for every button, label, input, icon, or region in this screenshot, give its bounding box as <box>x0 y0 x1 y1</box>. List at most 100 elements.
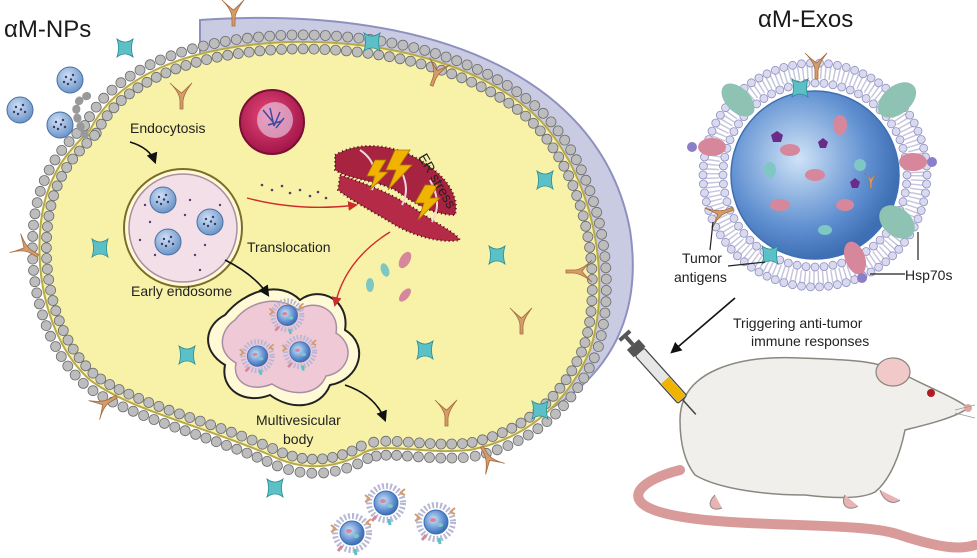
membrane-bead <box>186 43 198 55</box>
arrow-endosome-to-mvb <box>224 259 270 297</box>
exosome-membrane-bead <box>819 262 829 272</box>
membrane-bead <box>265 44 277 56</box>
exosome-membrane-bead <box>729 213 739 223</box>
label-trigger-line1: Triggering anti-tumor <box>733 315 863 331</box>
membrane-bead <box>221 439 232 451</box>
membrane-bead <box>62 360 74 372</box>
exosome-membrane-bead <box>783 258 793 268</box>
membrane-bead <box>336 449 348 461</box>
exosome-membrane-bead <box>874 78 883 88</box>
membrane-bead <box>351 46 363 58</box>
teal-protein-icon <box>791 78 809 98</box>
membrane-bead <box>117 401 129 413</box>
membrane-bead <box>31 197 43 209</box>
membrane-bead <box>67 153 79 165</box>
membrane-bead <box>368 436 380 448</box>
membrane-bead <box>413 437 425 449</box>
membrane-bead <box>327 451 338 463</box>
membrane-bead <box>600 262 612 274</box>
early-endosome-icon <box>123 168 243 288</box>
membrane-bead <box>501 80 513 91</box>
membrane-bead <box>600 284 612 296</box>
membrane-bead <box>297 43 309 55</box>
membrane-bead <box>435 438 447 450</box>
membrane-bead <box>296 452 308 464</box>
membrane-bead <box>566 365 578 377</box>
membrane-bead <box>208 38 220 49</box>
membrane-bead <box>353 32 365 44</box>
exosome-membrane-bead <box>913 214 923 224</box>
membrane-bead <box>570 154 582 166</box>
membrane-bead <box>599 307 611 319</box>
membrane-bead <box>511 86 523 98</box>
exosome-membrane-bead <box>891 127 901 137</box>
exosome-membrane-bead <box>797 59 806 69</box>
membrane-bead <box>598 239 609 251</box>
membrane-bead <box>95 118 107 130</box>
membrane-bead <box>394 53 406 65</box>
membrane-bead <box>412 451 424 463</box>
exosome-membrane-bead <box>729 127 739 137</box>
membrane-bead <box>352 458 364 470</box>
exosome-membrane-bead <box>754 73 764 83</box>
membrane-bead <box>200 432 212 444</box>
membrane-bead <box>184 412 196 423</box>
membrane-bead <box>243 46 255 58</box>
membrane-bead <box>532 423 544 435</box>
membrane-bead <box>594 217 605 229</box>
membrane-bead <box>89 129 100 141</box>
teal-protein-icon <box>116 38 134 58</box>
membrane-bead <box>132 82 144 94</box>
membrane-bead <box>586 273 598 285</box>
membrane-bead <box>319 44 331 55</box>
membrane-bead <box>466 76 478 88</box>
membrane-bead <box>330 44 342 56</box>
membrane-bead <box>586 295 598 307</box>
membrane-bead <box>133 392 145 404</box>
membrane-bead <box>435 452 447 464</box>
exosome-membrane-bead <box>775 85 785 95</box>
membrane-bead <box>593 341 604 353</box>
exosome-membrane-bead <box>815 282 824 292</box>
membrane-bead <box>457 452 469 464</box>
exosome-membrane-bead <box>861 94 871 103</box>
membrane-bead <box>38 175 50 186</box>
membrane-bead <box>492 74 503 86</box>
membrane-bead <box>63 136 75 148</box>
exosome-membrane-bead <box>788 60 797 70</box>
membrane-bead <box>550 408 561 420</box>
exosome-membrane-bead <box>902 179 911 189</box>
membrane-bead <box>341 462 353 474</box>
membrane-bead <box>477 434 488 446</box>
membrane-bead <box>87 367 99 379</box>
membrane-bead <box>253 31 264 43</box>
teal-protein-icon <box>416 340 434 360</box>
membrane-bead <box>286 43 298 55</box>
membrane-bead <box>571 190 583 201</box>
membrane-bead <box>578 372 590 384</box>
membrane-bead <box>43 274 55 286</box>
exosome-membrane-bead <box>701 197 711 207</box>
membrane-bead <box>563 170 574 182</box>
membrane-bead <box>163 404 175 416</box>
membrane-bead <box>554 382 566 394</box>
exosome-membrane-bead <box>770 275 780 285</box>
membrane-bead <box>73 352 85 364</box>
membrane-bead <box>491 444 503 456</box>
membrane-bead <box>340 45 352 57</box>
nanoparticle <box>56 66 84 94</box>
membrane-bead <box>67 343 79 355</box>
membrane-bead <box>205 419 217 431</box>
membrane-bead <box>190 56 202 68</box>
membrane-bead <box>424 438 436 450</box>
membrane-bead <box>585 252 597 264</box>
exosome-membrane-bead <box>900 237 909 247</box>
hsp-protein-icon <box>877 82 917 118</box>
exosome-membrane-bead <box>858 69 868 79</box>
exosome-membrane-bead <box>719 161 728 171</box>
membrane-bead <box>574 200 586 212</box>
surface-protein <box>698 138 726 156</box>
membrane-bead <box>456 438 468 450</box>
exosome-membrane-bead <box>754 267 764 277</box>
